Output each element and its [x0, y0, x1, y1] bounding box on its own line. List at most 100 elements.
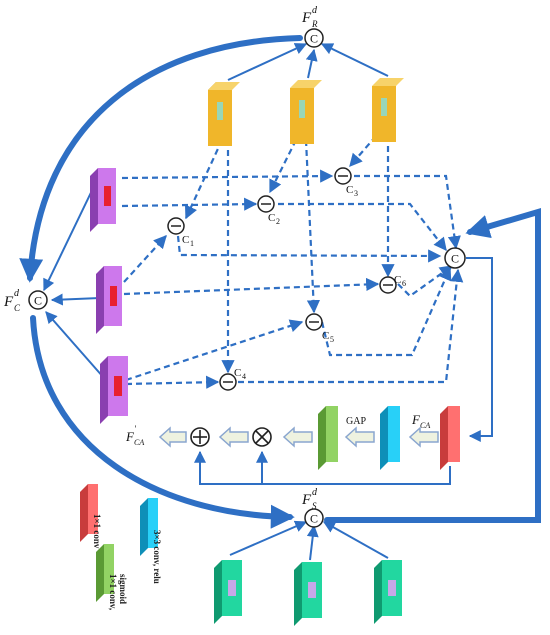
pipeline-arrows [158, 426, 439, 448]
label-c4: C [234, 367, 241, 379]
dash-y2-c5 [304, 139, 321, 314]
dash-m2-c1 [123, 235, 167, 283]
dash-y1-c1 [184, 139, 223, 220]
label-c3: C [346, 184, 353, 196]
subtract-c3 [334, 167, 352, 185]
curve-concat-to-fs [324, 207, 541, 523]
yellow-blocks [208, 78, 404, 146]
label-c5-sub: 5 [330, 335, 334, 344]
hollow-arrow-3 [282, 426, 313, 448]
hollow-arrow-1 [408, 426, 439, 448]
multiply-node [252, 427, 272, 447]
legend-cyan-block [140, 498, 158, 556]
arrow-concat-red [466, 257, 493, 442]
add-node [190, 427, 210, 447]
label-gap: GAP [346, 416, 366, 427]
subtract-c6 [379, 276, 397, 294]
arrow-m1-fc [43, 177, 99, 292]
magenta-block-3 [100, 356, 128, 424]
green-conv-block [318, 406, 338, 470]
arrow-y2-fr [305, 48, 318, 79]
legend-red-block [80, 484, 98, 542]
label-fs: F [301, 492, 312, 508]
legend: 1×1 conv 3×3 conv, relu 1×1 conv, sigmoi… [80, 484, 162, 610]
hollow-arrow-4 [218, 426, 249, 448]
label-c6: C [394, 274, 401, 286]
teal-block-1 [214, 560, 242, 624]
label-c4-sub: 4 [242, 372, 246, 381]
solid-arrows [43, 43, 493, 561]
arrow-t2-fs [306, 524, 319, 561]
cyan-conv-block [380, 406, 400, 470]
legend-green-label-2: sigmoid [118, 574, 128, 604]
concat-nodes: C C C C [28, 28, 466, 528]
dash-m1-c3 [121, 169, 334, 183]
hollow-arrow-2 [344, 426, 375, 448]
label-c2: C [268, 212, 275, 224]
concat-mid-symbol: C [451, 252, 459, 266]
magenta-block-2 [96, 266, 122, 334]
concat-fc: C [28, 290, 48, 310]
dash-c1-concat [176, 235, 442, 263]
magenta-block-1 [90, 168, 116, 232]
pipeline-blocks [318, 406, 460, 470]
dash-c4-concat [238, 268, 464, 384]
subtract-c5 [305, 313, 323, 331]
label-c6-sub: 6 [402, 279, 406, 288]
dash-c2-concat [278, 202, 447, 252]
labels: F d R F d C F d S F CA F ' CA GAP C 1 C … [3, 5, 430, 511]
arrow-y3-fr [320, 43, 389, 77]
label-fs-sup: d [312, 487, 318, 498]
teal-block-2 [294, 562, 322, 626]
label-c1: C [182, 234, 189, 246]
dash-c3-concat [354, 174, 461, 250]
dash-c5-concat [320, 266, 452, 357]
label-fca-out-sub: CA [134, 438, 144, 447]
label-fca-out-sup: ' [134, 424, 137, 434]
label-c2-sub: 2 [276, 217, 280, 226]
arrow-red-loop [194, 450, 451, 485]
yellow-block-3 [372, 78, 404, 142]
label-c3-sub: 3 [354, 189, 358, 198]
label-fc-sub: C [14, 303, 21, 313]
label-c1-sub: 1 [190, 239, 194, 248]
legend-red-label: 1×1 conv [92, 514, 102, 549]
legend-green-label-1: 1×1 conv, [108, 574, 118, 610]
label-fs-sub: S [312, 501, 317, 511]
label-fr-sub: R [311, 19, 318, 29]
arrow-m3-fc [45, 311, 105, 379]
dash-m3-c4 [125, 375, 220, 389]
label-fc-sup: d [14, 288, 20, 299]
concat-fr-symbol: C [310, 32, 318, 46]
dash-c6-concat [397, 265, 454, 298]
dashed-arrows [121, 135, 464, 389]
dash-y2-c2 [269, 139, 297, 194]
arrow-y1-fr [227, 43, 308, 81]
dash-m2-c6 [123, 277, 380, 296]
subtract-c4 [219, 373, 237, 391]
subtract-nodes [167, 167, 397, 391]
label-fr: F [301, 10, 312, 26]
legend-green-block [96, 544, 114, 602]
magenta-blocks [90, 168, 128, 424]
yellow-block-2 [290, 80, 322, 144]
concat-fr: C [304, 28, 324, 48]
label-fca-out: F [125, 429, 135, 444]
legend-cyan-label: 3×3 conv, relu [152, 530, 162, 584]
concat-fs: C [304, 508, 324, 528]
concat-fs-symbol: C [310, 512, 318, 526]
label-fc: F [3, 294, 14, 310]
teal-blocks [214, 560, 402, 626]
curve-fc-to-fs [30, 315, 295, 529]
big-curves [19, 35, 541, 529]
hollow-arrow-5 [158, 426, 187, 448]
arrow-t3-fs [322, 521, 389, 559]
curve-fr-to-fc [19, 35, 303, 283]
arrow-m2-fc [50, 293, 101, 306]
arrow-t1-fs [229, 520, 308, 556]
subtract-c2 [257, 195, 275, 213]
dash-y3-c3 [349, 135, 377, 167]
teal-block-3 [374, 560, 402, 624]
subtract-c1 [167, 217, 185, 235]
